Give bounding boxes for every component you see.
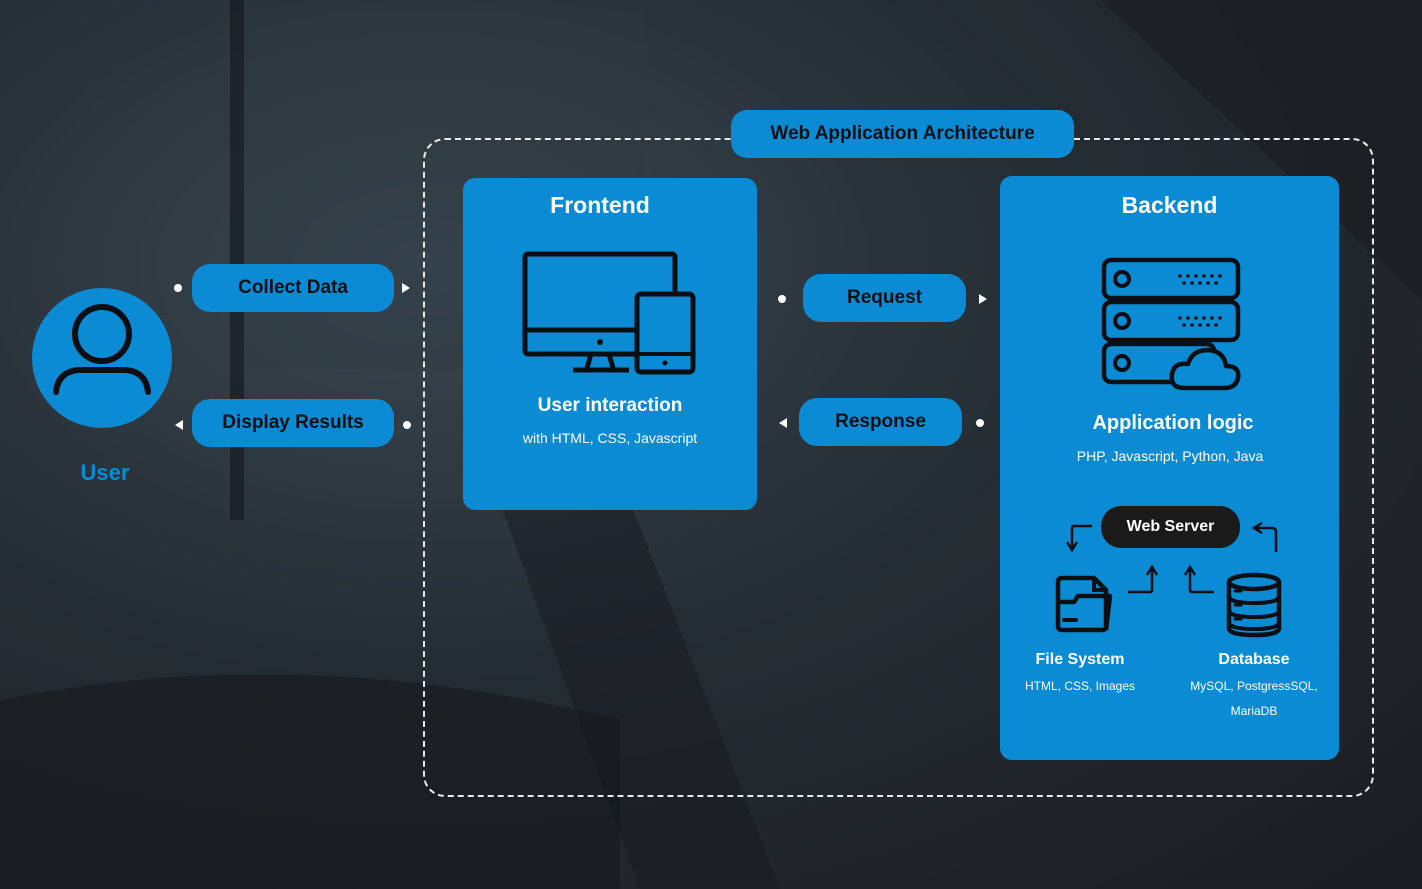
response-pill: Response bbox=[799, 398, 962, 446]
response-start-dot bbox=[976, 419, 984, 427]
collect-start-dot bbox=[174, 284, 182, 292]
file-system-detail: HTML, CSS, Images bbox=[1024, 679, 1136, 693]
user-icon bbox=[32, 288, 172, 428]
display-arrow-head bbox=[175, 420, 183, 430]
web-server-pill: Web Server bbox=[1101, 506, 1240, 548]
request-arrow-head bbox=[979, 294, 987, 304]
display-start-dot bbox=[403, 421, 411, 429]
server-cloud-icon bbox=[1101, 257, 1241, 391]
arrow-icon bbox=[1065, 524, 1092, 553]
monitor-tablet-icon bbox=[522, 251, 696, 375]
database-title: Database bbox=[1218, 651, 1290, 668]
frontend-subcaption: with HTML, CSS, Javascript bbox=[522, 430, 698, 446]
request-pill: Request bbox=[803, 274, 966, 322]
folder-icon bbox=[1055, 575, 1113, 633]
frontend-title: Frontend bbox=[550, 192, 650, 218]
arrow-icon bbox=[1251, 521, 1278, 552]
collect-data-pill: Collect Data bbox=[192, 264, 394, 312]
backend-title: Backend bbox=[1121, 192, 1218, 218]
backend-card: Backend Application logic PHP, Javascrip… bbox=[1000, 176, 1339, 760]
display-results-pill: Display Results bbox=[192, 399, 394, 447]
frontend-caption: User interaction bbox=[537, 395, 683, 416]
file-system-title: File System bbox=[1035, 651, 1125, 668]
backend-caption: Application logic bbox=[1092, 412, 1254, 434]
frontend-card: Frontend User interaction with HTML, CSS… bbox=[463, 178, 757, 510]
request-start-dot bbox=[778, 295, 786, 303]
database-icon bbox=[1226, 572, 1282, 638]
database-detail-line1: MySQL, PostgressSQL, bbox=[1190, 679, 1318, 693]
response-arrow-head bbox=[779, 418, 787, 428]
arrow-icon bbox=[1183, 564, 1214, 594]
database-detail-line2: MariaDB bbox=[1230, 704, 1278, 718]
arrow-icon bbox=[1128, 564, 1159, 594]
user-label: User bbox=[80, 460, 130, 485]
diagram-title: Web Application Architecture bbox=[731, 110, 1074, 158]
backend-subcaption: PHP, Javascript, Python, Java bbox=[1076, 448, 1264, 464]
collect-arrow-head bbox=[402, 283, 410, 293]
